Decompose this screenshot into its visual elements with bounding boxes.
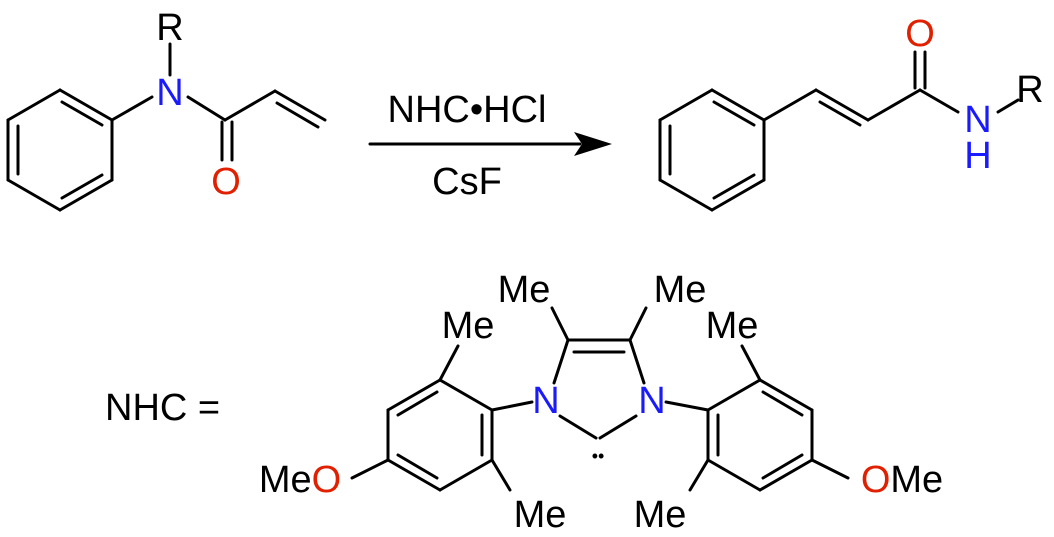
reactant-molecule: R N O (6, 7, 327, 212)
bond (814, 88, 870, 122)
bond (710, 88, 766, 122)
right-methoxy-label: OMe (861, 459, 943, 501)
bond (58, 178, 114, 212)
bond (818, 100, 862, 127)
bond (740, 344, 762, 382)
left-methoxy-label: MeO (259, 459, 341, 501)
bond (386, 378, 442, 412)
bond (273, 89, 327, 122)
right-methoxy-me: Me (890, 459, 943, 501)
bond (664, 400, 710, 412)
bond (558, 414, 598, 440)
nhc-right-nitrogen-label: N (638, 380, 665, 422)
reagent-above-label: NHC•HCl (388, 89, 547, 131)
left-aryl-bottom-methyl-label: Me (514, 494, 567, 536)
bond (810, 458, 850, 480)
reactant-oxygen-label: O (211, 161, 241, 203)
arrow-head (574, 132, 612, 156)
left-methoxy-me: Me (259, 459, 312, 501)
bond (996, 98, 1020, 114)
bond (396, 453, 439, 480)
right-aryl-bottom-methyl-label: Me (634, 494, 687, 536)
bond (386, 458, 442, 492)
bond (761, 453, 804, 480)
bond (438, 378, 494, 412)
bond (918, 88, 960, 114)
bond (223, 89, 277, 122)
bond (628, 306, 648, 342)
right-aryl-top-methyl-label: Me (706, 305, 759, 347)
carbene-lone-pair: •• (592, 446, 605, 466)
nhc-left-nitrogen-label: N (532, 380, 559, 422)
backbone-left-methyl-label: Me (498, 269, 551, 311)
reagent-below-label: CsF (432, 161, 502, 203)
bond (438, 458, 494, 492)
bond (688, 458, 710, 492)
bond (762, 88, 818, 122)
bond (712, 100, 756, 127)
bond (710, 178, 766, 212)
reactant-nitrogen-label: N (156, 72, 183, 114)
reactant-r-label: R (156, 7, 183, 49)
nhc-definition-label: NHC = (105, 387, 220, 429)
left-methoxy-oxygen: O (312, 459, 342, 501)
bond (628, 338, 646, 385)
product-molecule: O N H R (658, 13, 1044, 212)
bond (758, 458, 814, 492)
bond (6, 88, 62, 122)
bond (275, 101, 320, 129)
bond (706, 378, 762, 412)
bond (490, 400, 534, 412)
bond (658, 178, 714, 212)
nhc-structure: Me Me Me Me Me Me N N •• MeO OMe (259, 269, 943, 536)
bond (658, 88, 714, 122)
backbone-right-methyl-label: Me (654, 269, 707, 311)
bond (110, 95, 154, 122)
bond (60, 100, 104, 127)
bond (490, 458, 512, 492)
product-nitrogen-label: N (964, 99, 991, 141)
bond (761, 390, 804, 417)
bond (552, 338, 570, 385)
bond (438, 344, 460, 382)
bond (60, 173, 104, 200)
product-r-label: R (1016, 69, 1043, 111)
bond (58, 88, 114, 122)
product-oxygen-label: O (905, 13, 935, 55)
bond (712, 173, 756, 200)
bond (6, 178, 62, 212)
bond (758, 378, 814, 412)
left-aryl-top-methyl-label: Me (442, 305, 495, 347)
bond (186, 95, 227, 122)
bond (598, 414, 638, 440)
bond (396, 390, 439, 417)
bond (350, 458, 390, 480)
bond (706, 458, 762, 492)
right-methoxy-oxygen: O (861, 459, 891, 501)
bond (550, 306, 570, 342)
product-nh-hydrogen-label: H (964, 135, 991, 177)
bond (866, 88, 922, 122)
reaction-arrow: NHC•HCl CsF (368, 89, 612, 203)
